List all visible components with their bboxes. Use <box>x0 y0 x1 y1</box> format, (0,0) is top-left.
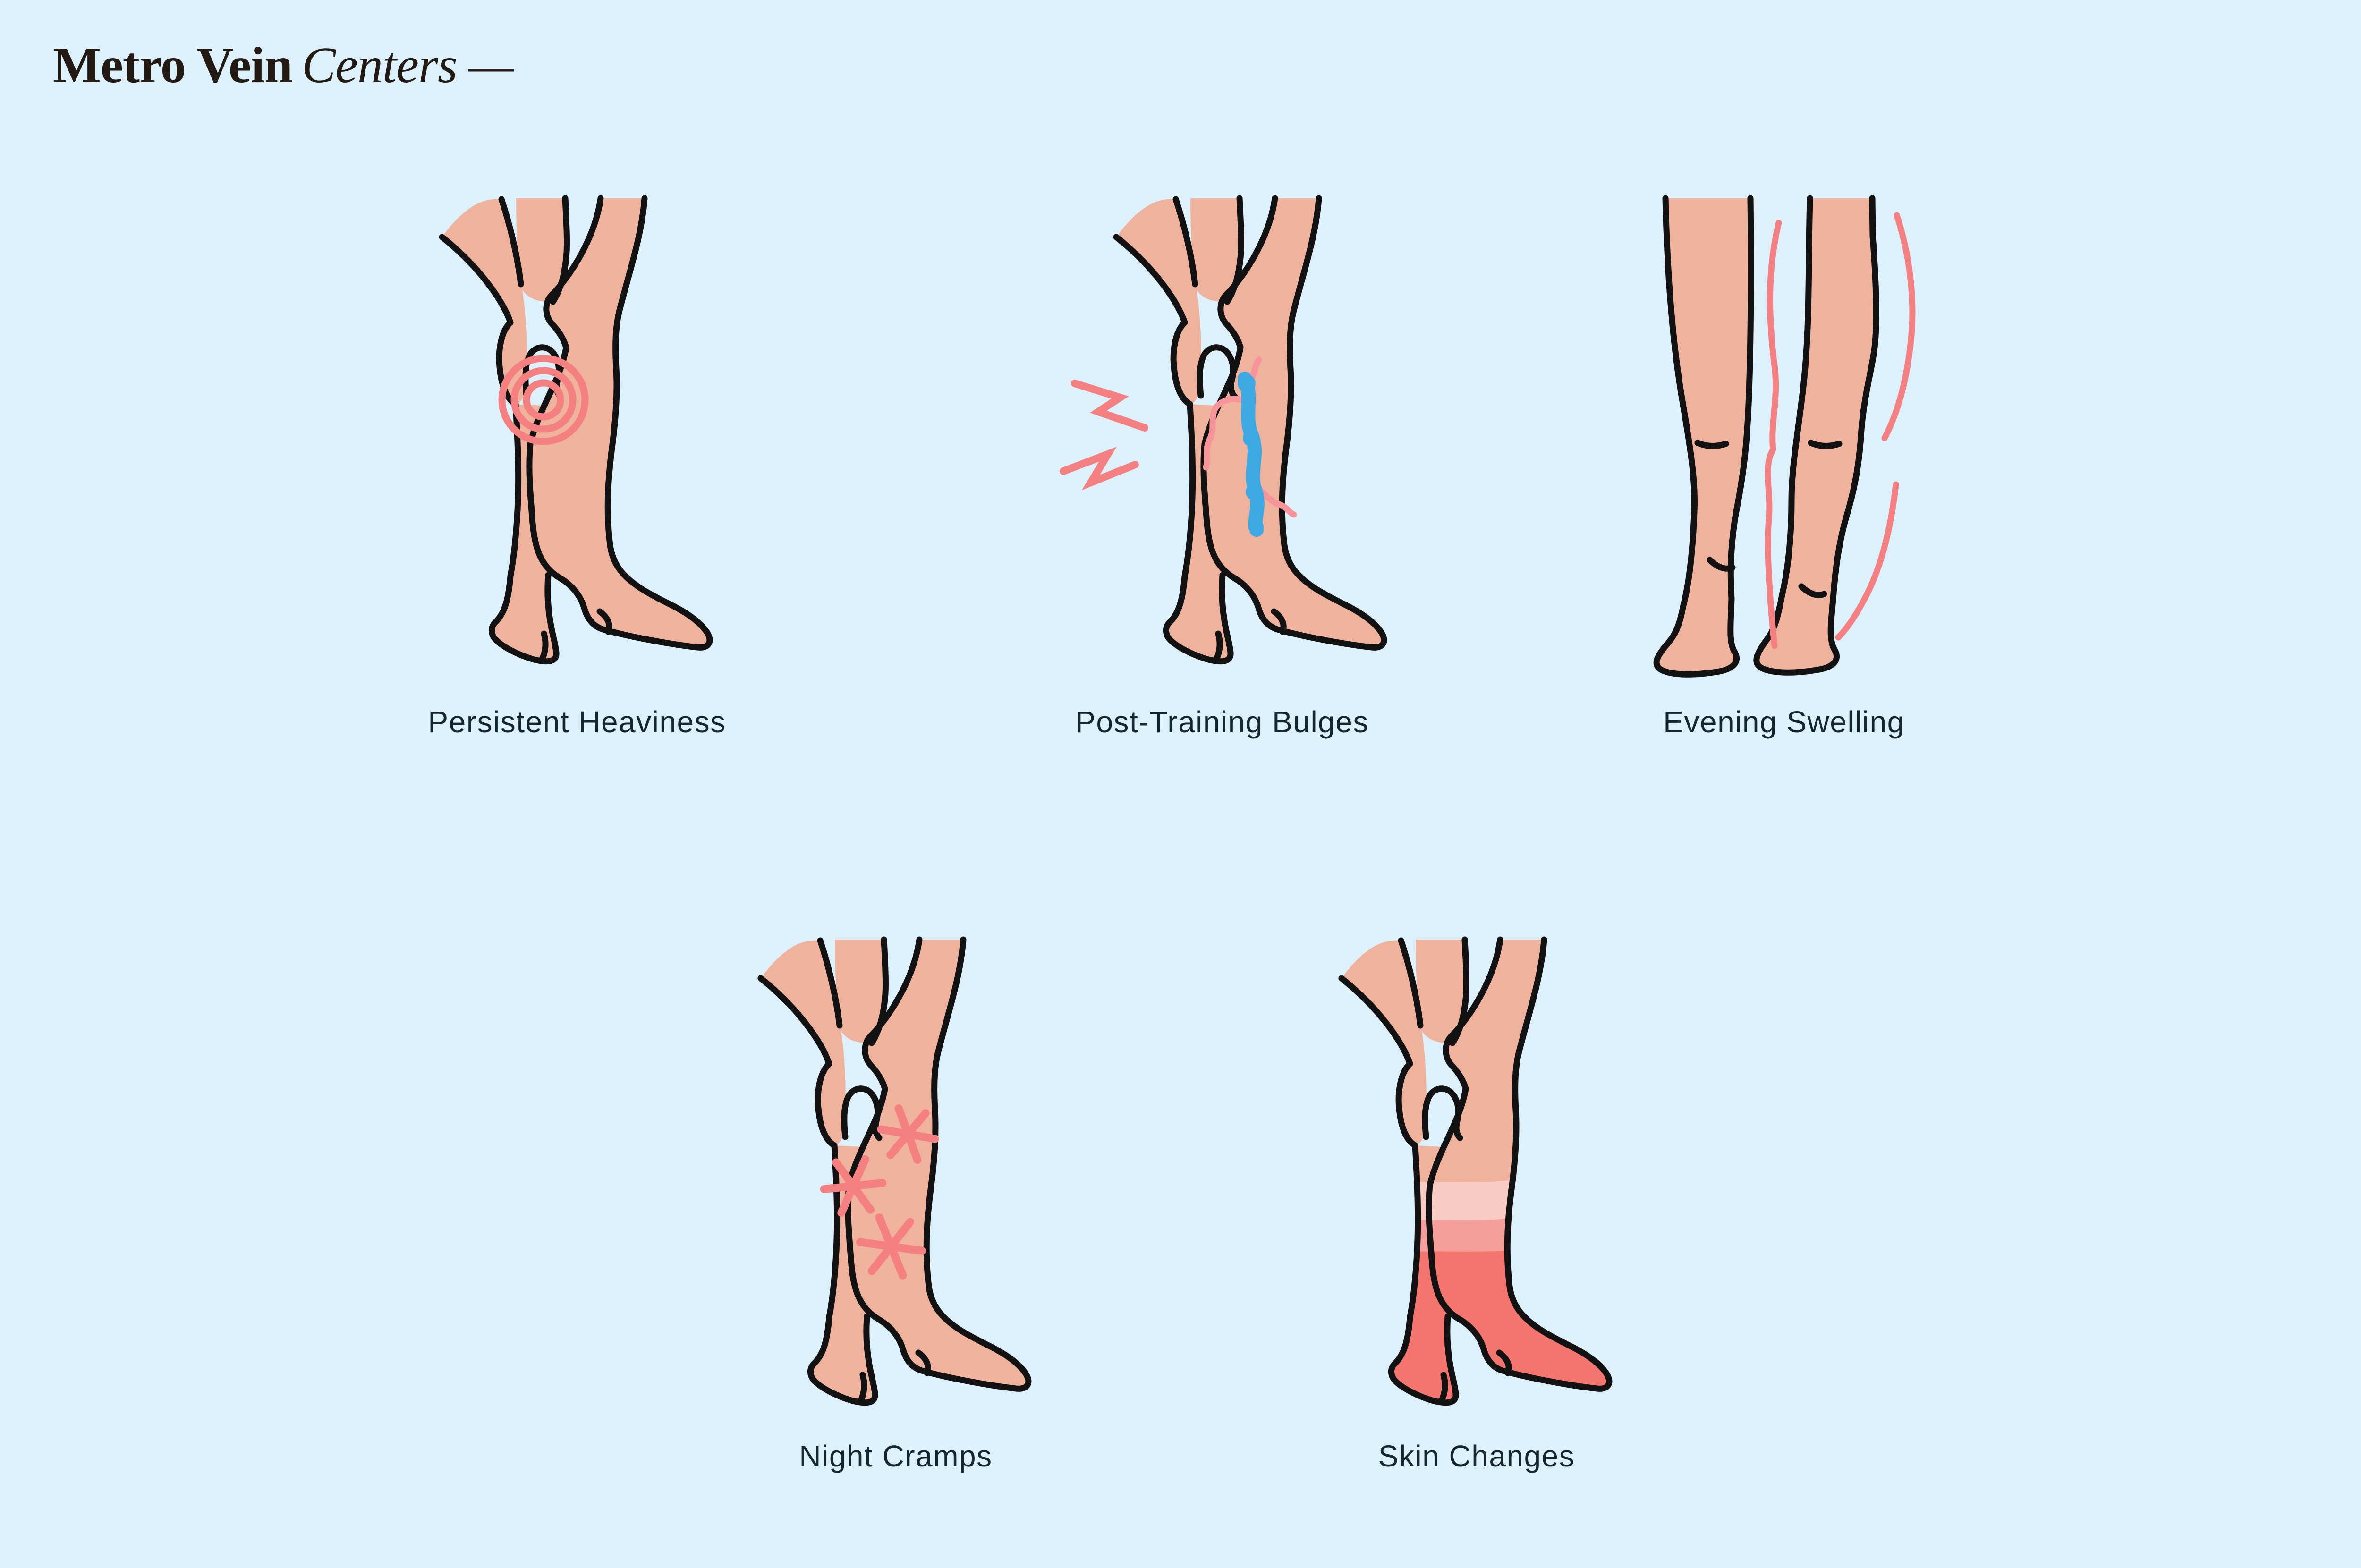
illustration-persistent-heaviness <box>430 179 732 689</box>
brand-word-primary: Metro Vein <box>53 37 293 93</box>
caption-evening-swelling: Evening Swelling <box>1663 705 1905 739</box>
illustration-evening-swelling <box>1613 179 1916 689</box>
swelling-contour-lines-icon <box>1765 212 1916 649</box>
caption-night-cramps: Night Cramps <box>799 1439 993 1473</box>
caption-skin-changes: Skin Changes <box>1378 1439 1575 1473</box>
brand-word-secondary: Centers <box>301 37 458 93</box>
illustration-post-training-bulges <box>1060 179 1406 689</box>
illustration-skin-changes <box>1329 921 1631 1431</box>
pain-ripple-icon <box>498 355 589 445</box>
caption-persistent-heaviness: Persistent Heaviness <box>428 705 726 739</box>
caption-post-training-bulges: Post-Training Bulges <box>1075 705 1369 739</box>
brand-dash: — <box>468 37 514 93</box>
lightning-bolt-icon <box>1060 380 1148 491</box>
cramp-asterisk-icon <box>820 1104 939 1280</box>
illustration-night-cramps <box>748 921 1051 1431</box>
bulging-vein-icon <box>1203 356 1297 537</box>
